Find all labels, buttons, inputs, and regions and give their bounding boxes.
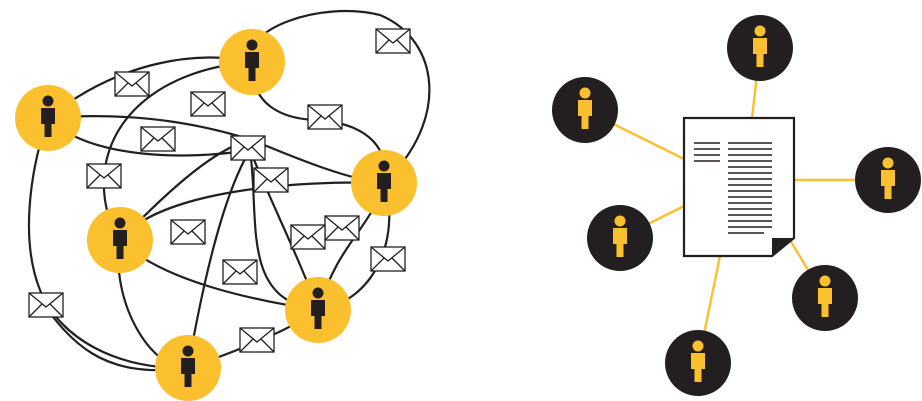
envelope-icon xyxy=(290,224,326,250)
person-node xyxy=(792,265,858,331)
person-node xyxy=(665,330,731,396)
envelope-icon xyxy=(230,135,266,161)
person-node xyxy=(15,85,81,151)
web-line xyxy=(27,117,189,370)
envelope-icon xyxy=(307,104,343,130)
person-group xyxy=(552,15,921,396)
person-node xyxy=(155,335,221,401)
web-line xyxy=(249,10,431,184)
person-node xyxy=(552,77,618,143)
envelope-icon xyxy=(370,246,406,272)
envelope-icon xyxy=(86,163,122,189)
person-node xyxy=(855,147,921,213)
envelope-icon xyxy=(222,259,258,285)
person-group xyxy=(15,29,417,401)
envelope-icon xyxy=(114,71,150,97)
document-icon xyxy=(682,116,796,258)
person-node xyxy=(351,150,417,216)
envelope-icon xyxy=(190,91,226,117)
person-node xyxy=(219,29,285,95)
envelope-icon xyxy=(170,219,206,245)
person-node xyxy=(87,207,153,273)
person-node xyxy=(285,277,351,343)
envelope-icon xyxy=(253,167,289,193)
envelope-icon xyxy=(324,215,360,241)
envelope-icon xyxy=(375,28,411,54)
person-node xyxy=(727,15,793,81)
person-node xyxy=(587,205,653,271)
document-text-lines xyxy=(694,142,772,234)
envelope-icon xyxy=(28,292,64,318)
envelope-icon xyxy=(239,327,275,353)
envelope-icon xyxy=(140,126,176,152)
